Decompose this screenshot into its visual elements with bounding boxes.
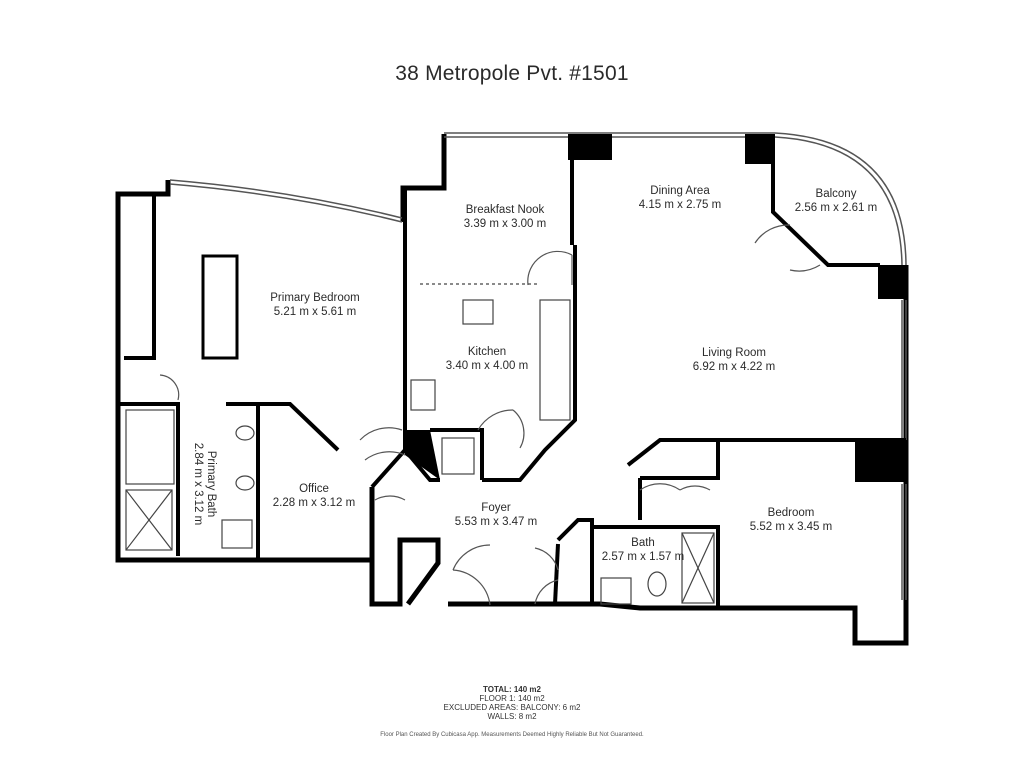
area-summary: TOTAL: 140 m2 FLOOR 1: 140 m2 EXCLUDED A… — [0, 685, 1024, 721]
room-name: Kitchen — [468, 346, 506, 358]
room-label-breakfast-nook: Breakfast Nook 3.39 m x 3.00 m — [464, 204, 546, 230]
room-dimensions: 4.15 m x 2.75 m — [639, 199, 721, 211]
room-name: Primary Bath — [205, 451, 217, 517]
room-name: Breakfast Nook — [466, 204, 545, 216]
disclaimer: Floor Plan Created By Cubicasa App. Meas… — [380, 732, 644, 738]
doors — [159, 224, 821, 606]
room-label-primary-bedroom: Primary Bedroom 5.21 m x 5.61 m — [270, 292, 359, 318]
room-label-bath: Bath 2.57 m x 1.57 m — [602, 537, 684, 563]
room-label-office: Office 2.28 m x 3.12 m — [273, 483, 355, 509]
room-name: Balcony — [816, 188, 857, 200]
room-name: Office — [299, 483, 329, 495]
room-dimensions: 2.84 m x 3.12 m — [192, 443, 204, 525]
pillars — [405, 134, 906, 482]
excluded-areas: EXCLUDED AREAS: BALCONY: 6 m2 — [443, 703, 581, 712]
room-name: Bath — [631, 537, 655, 549]
room-label-living-room: Living Room 6.92 m x 4.22 m — [693, 347, 775, 373]
room-name: Living Room — [702, 347, 766, 359]
room-dimensions: 3.40 m x 4.00 m — [446, 360, 528, 372]
room-dimensions: 2.57 m x 1.57 m — [602, 551, 684, 563]
room-name: Bedroom — [768, 507, 815, 519]
room-dimensions: 3.39 m x 3.00 m — [464, 218, 546, 230]
room-dimensions: 2.56 m x 2.61 m — [795, 202, 877, 214]
room-dimensions: 5.53 m x 3.47 m — [455, 516, 537, 528]
exterior-walls — [115, 134, 909, 646]
room-label-primary-bath: Primary Bath 2.84 m x 3.12 m — [192, 443, 217, 525]
total-area: TOTAL: 140 m2 — [483, 685, 541, 694]
room-dimensions: 5.21 m x 5.61 m — [274, 306, 356, 318]
floor-area: FLOOR 1: 140 m2 — [479, 694, 545, 703]
room-dimensions: 6.92 m x 4.22 m — [693, 361, 775, 373]
walls-area: WALLS: 8 m2 — [487, 712, 537, 721]
room-name: Primary Bedroom — [270, 292, 359, 304]
room-label-foyer: Foyer 5.53 m x 3.47 m — [455, 502, 537, 528]
room-labels: Primary Bedroom 5.21 m x 5.61 m Breakfas… — [192, 185, 877, 563]
plan-title: 38 Metropole Pvt. #1501 — [395, 62, 629, 85]
room-name: Foyer — [481, 502, 511, 514]
room-label-balcony: Balcony 2.56 m x 2.61 m — [795, 188, 877, 214]
interior-walls — [120, 134, 906, 606]
room-name: Dining Area — [650, 185, 710, 197]
room-label-dining-area: Dining Area 4.15 m x 2.75 m — [639, 185, 721, 211]
room-label-kitchen: Kitchen 3.40 m x 4.00 m — [446, 346, 528, 372]
room-label-bedroom: Bedroom 5.52 m x 3.45 m — [750, 507, 832, 533]
room-dimensions: 5.52 m x 3.45 m — [750, 521, 832, 533]
fixtures — [125, 254, 715, 605]
room-dimensions: 2.28 m x 3.12 m — [273, 497, 355, 509]
